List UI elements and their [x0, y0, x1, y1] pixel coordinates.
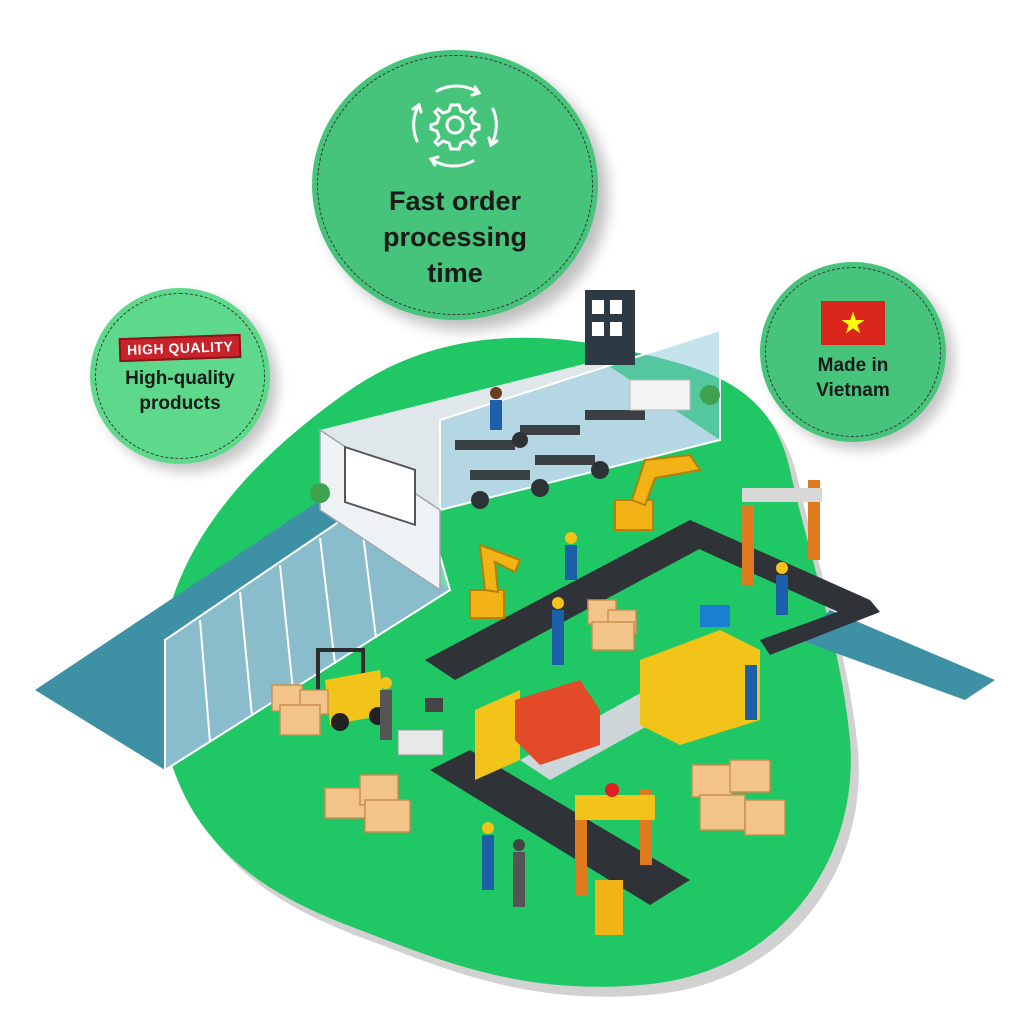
office-desks	[455, 410, 645, 480]
plant	[700, 385, 720, 405]
gantry-right	[742, 480, 822, 585]
conveyor-right	[760, 600, 880, 655]
box-stack-forklift	[271, 684, 329, 736]
vietnam-flag-icon: ★	[821, 301, 885, 345]
robot-arm-left	[469, 543, 522, 619]
conveyor-upper-right	[668, 520, 870, 615]
conveyor-lower	[430, 750, 690, 905]
made-in-vietnam-badge: ★ Made in Vietnam	[760, 262, 946, 442]
fast-order-label: Fast order processing time	[382, 186, 528, 288]
box-stack-center	[587, 599, 637, 651]
yellow-machine-middle	[640, 605, 760, 745]
office-glass-right	[439, 328, 721, 512]
made-in-label: Made in Vietnam	[816, 355, 890, 401]
high-quality-stamp: HIGH QUALITY	[118, 333, 242, 363]
red-machine-left	[475, 680, 600, 780]
gear-cycle-icon	[411, 84, 499, 168]
presentation-board	[344, 445, 416, 527]
worker-figures	[380, 387, 788, 907]
plant-left	[310, 483, 330, 503]
right-walkway	[800, 610, 995, 700]
box-stack-lower-left	[324, 774, 411, 833]
lounge-sofa	[629, 379, 691, 411]
box-stack-right	[691, 759, 786, 836]
robot-arm-right	[614, 453, 702, 531]
office-chairs	[471, 432, 609, 509]
weighing-scale	[397, 698, 444, 756]
high-quality-badge: HIGH QUALITY High-quality products	[90, 288, 270, 464]
conveyor-upper	[425, 520, 720, 680]
gantry-lower	[575, 783, 655, 895]
dashed-ring	[765, 267, 941, 437]
glass-panel-lines	[199, 509, 377, 743]
terminal	[595, 880, 623, 935]
fast-order-badge: Fast order processing time	[312, 50, 598, 320]
high-quality-label: High-quality products	[125, 368, 235, 414]
